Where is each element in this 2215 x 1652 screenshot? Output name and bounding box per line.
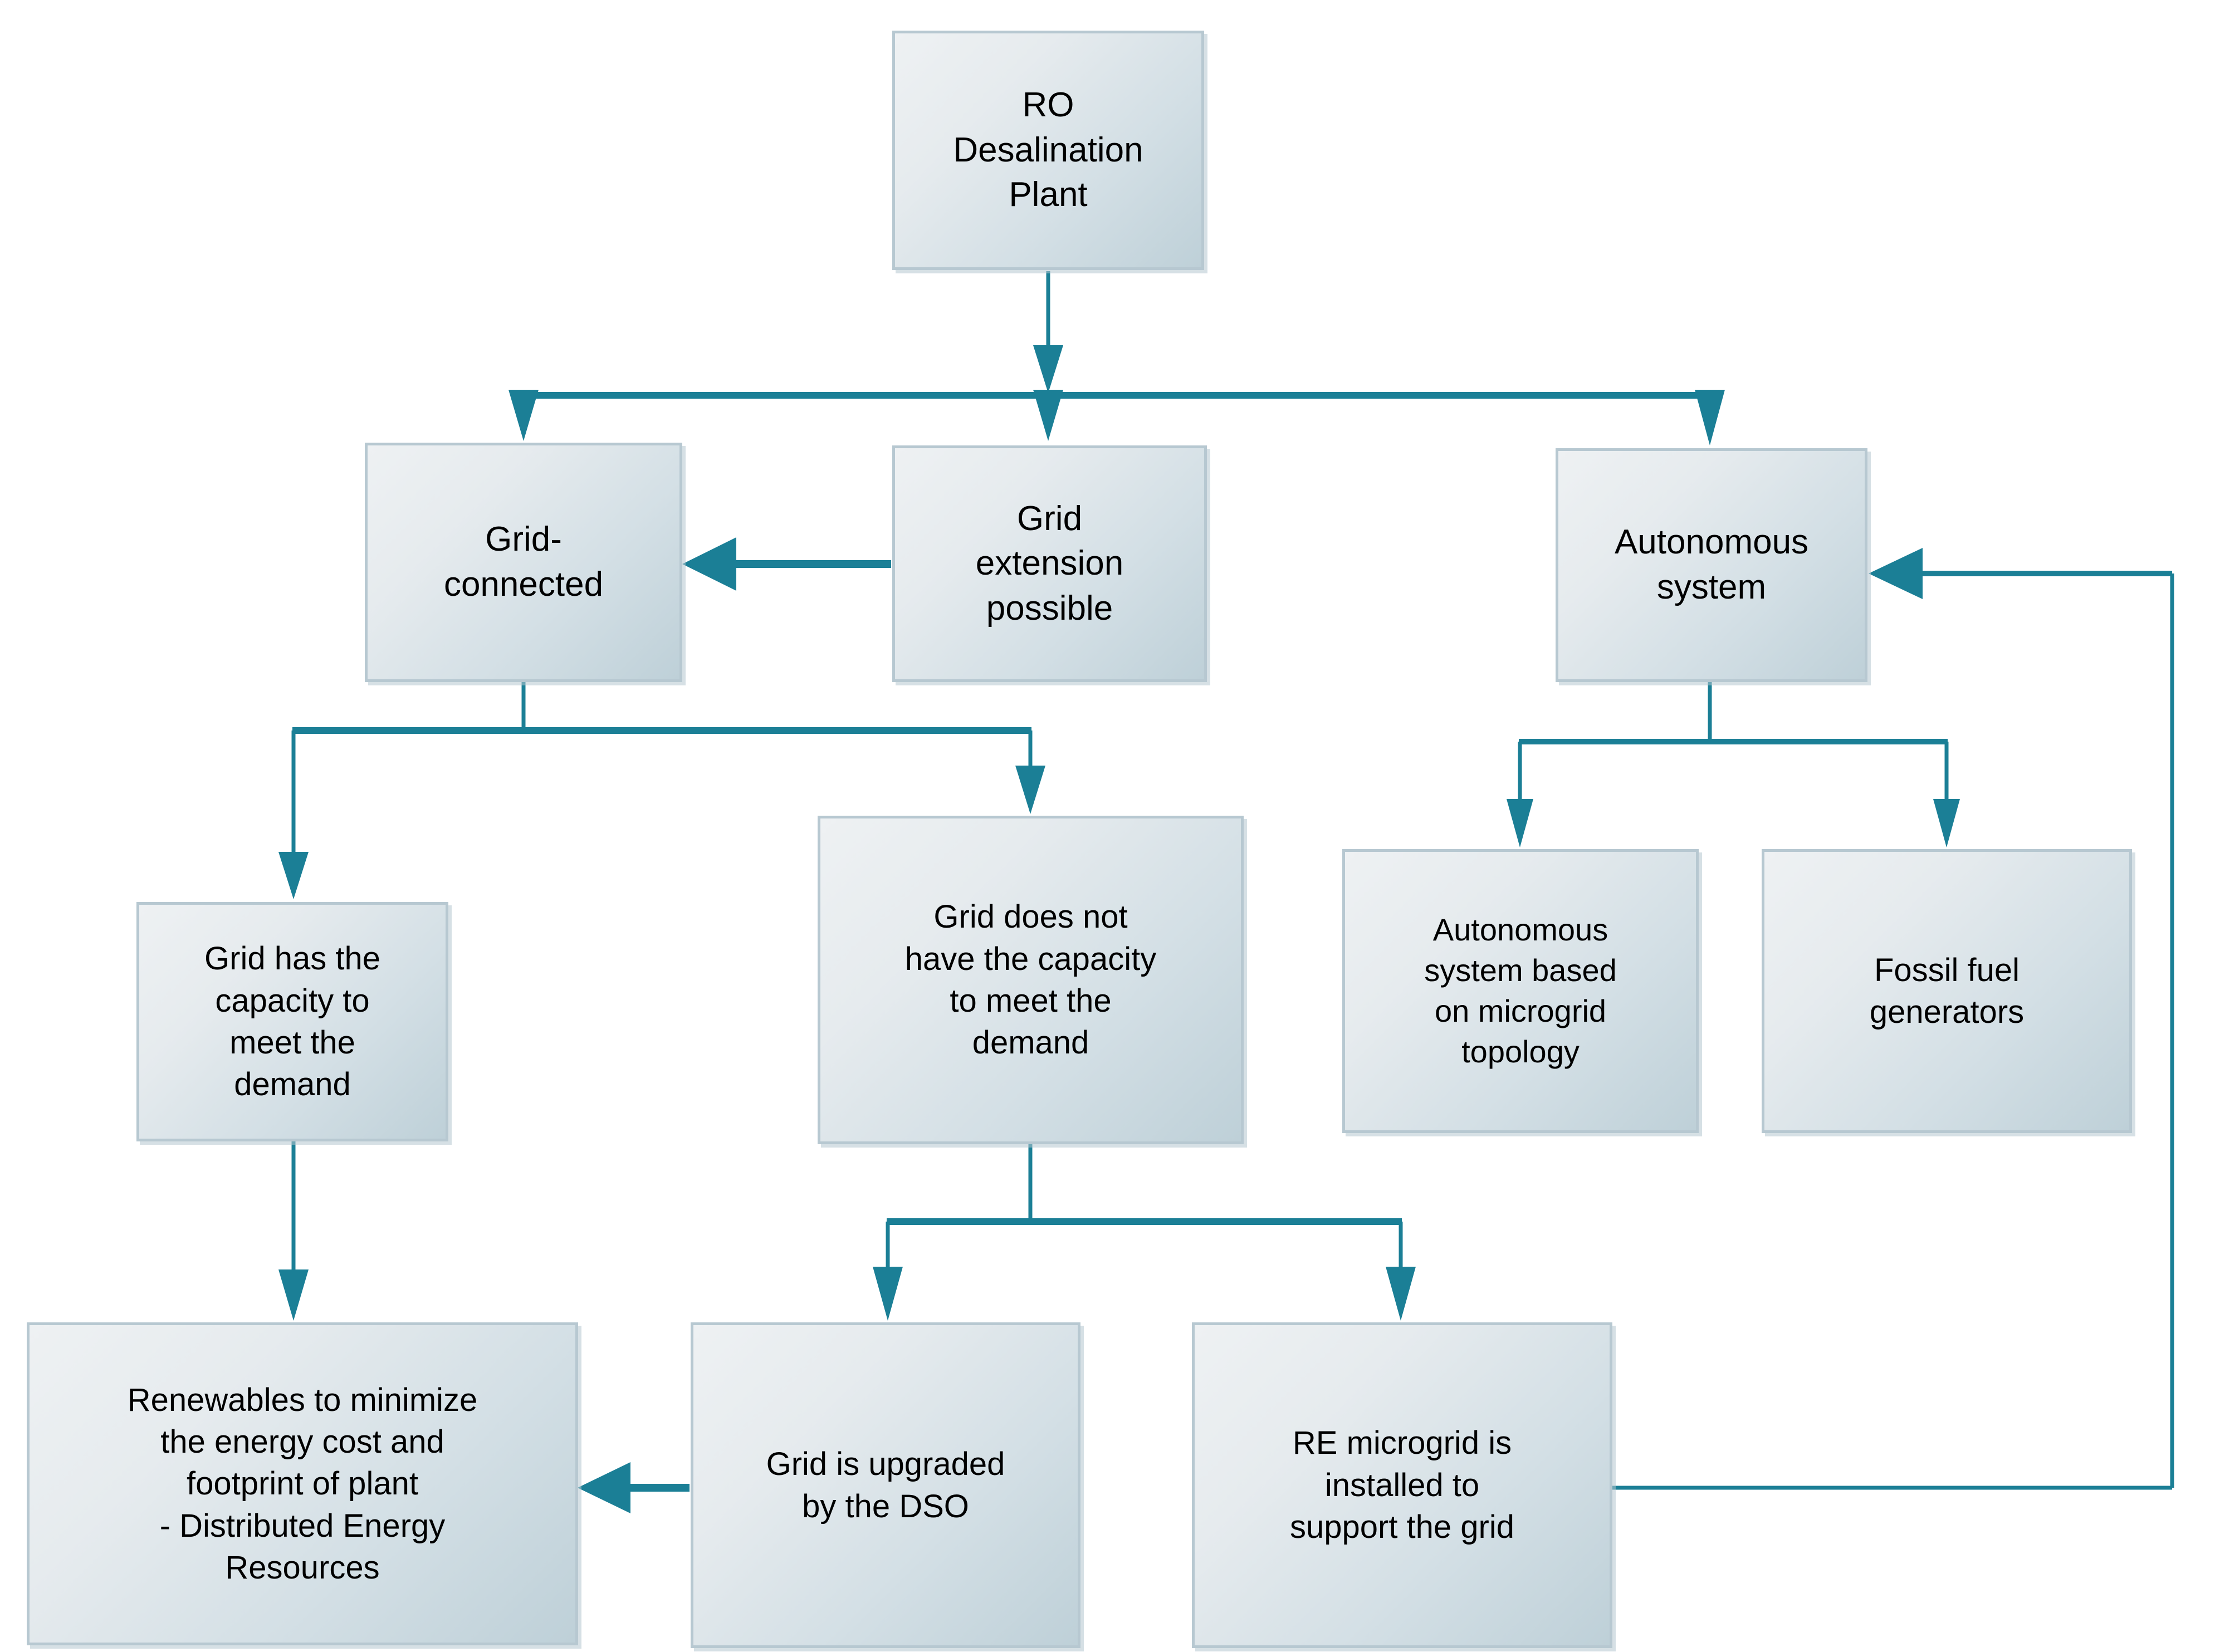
- edge-bus-to-autonomous: [1695, 390, 1725, 445]
- node-label-autonomous-microgrid-topology: Autonomous system based on microgrid top…: [1424, 912, 1617, 1069]
- edge-dso-to-renewables: [578, 1462, 690, 1513]
- node-label-grid-extension-possible: Grid extension possible: [975, 499, 1124, 628]
- node-renewables-der[interactable]: Renewables to minimize the energy cost a…: [27, 1322, 578, 1645]
- edge-grid-extension-to-grid-connected: [682, 537, 891, 591]
- node-autonomous-microgrid-topology[interactable]: Autonomous system based on microgrid top…: [1342, 849, 1699, 1133]
- edge-autonomous-to-microgrid: [1507, 742, 1533, 847]
- node-label-autonomous-system: Autonomous system: [1614, 523, 1809, 606]
- edge-re-microgrid-to-autonomous: [1612, 548, 2174, 1490]
- edge-no-capacity-branch: [887, 1144, 1402, 1225]
- edge-no-capacity-to-re-microgrid: [1386, 1222, 1416, 1321]
- edge-grid-connected-to-has-capacity: [278, 731, 309, 899]
- edge-bus-to-grid-extension: [1033, 390, 1063, 441]
- node-label-fossil-fuel-generators: Fossil fuel generators: [1869, 952, 2025, 1030]
- node-grid-has-capacity[interactable]: Grid has the capacity to meet the demand: [136, 902, 448, 1141]
- edge-autonomous-to-fossil: [1933, 742, 1960, 847]
- edge-autonomous-branch: [1519, 682, 1948, 744]
- node-label-re-microgrid-support: RE microgrid is installed to support the…: [1289, 1425, 1515, 1546]
- edge-grid-connected-to-no-capacity: [1015, 731, 1045, 814]
- node-label-grid-no-capacity: Grid does not have the capacity to meet …: [904, 899, 1157, 1061]
- node-grid-connected[interactable]: Grid- connected: [365, 443, 682, 682]
- node-autonomous-system[interactable]: Autonomous system: [1556, 448, 1867, 682]
- node-label-renewables-der: Renewables to minimize the energy cost a…: [127, 1381, 478, 1586]
- node-label-grid-connected: Grid- connected: [443, 520, 604, 604]
- node-re-microgrid-support[interactable]: RE microgrid is installed to support the…: [1192, 1322, 1612, 1648]
- edge-grid-connected-branch: [292, 682, 1031, 734]
- edge-ro-to-bus: [1033, 271, 1063, 393]
- node-label-grid-upgraded-dso: Grid is upgraded by the DSO: [766, 1446, 1005, 1524]
- node-ro-desalination-plant[interactable]: RO Desalination Plant: [892, 31, 1204, 270]
- node-grid-no-capacity[interactable]: Grid does not have the capacity to meet …: [818, 816, 1244, 1144]
- node-label-grid-has-capacity: Grid has the capacity to meet the demand: [204, 940, 380, 1103]
- edge-no-capacity-to-dso: [873, 1222, 903, 1321]
- node-grid-extension-possible[interactable]: Grid extension possible: [892, 445, 1207, 682]
- node-fossil-fuel-generators[interactable]: Fossil fuel generators: [1762, 849, 2132, 1133]
- node-label-ro-desalination-plant: RO Desalination Plant: [953, 86, 1143, 214]
- node-grid-upgraded-dso[interactable]: Grid is upgraded by the DSO: [691, 1322, 1080, 1648]
- edge-bus-to-grid-connected: [508, 390, 539, 441]
- edge-has-capacity-to-renewables: [278, 1141, 309, 1321]
